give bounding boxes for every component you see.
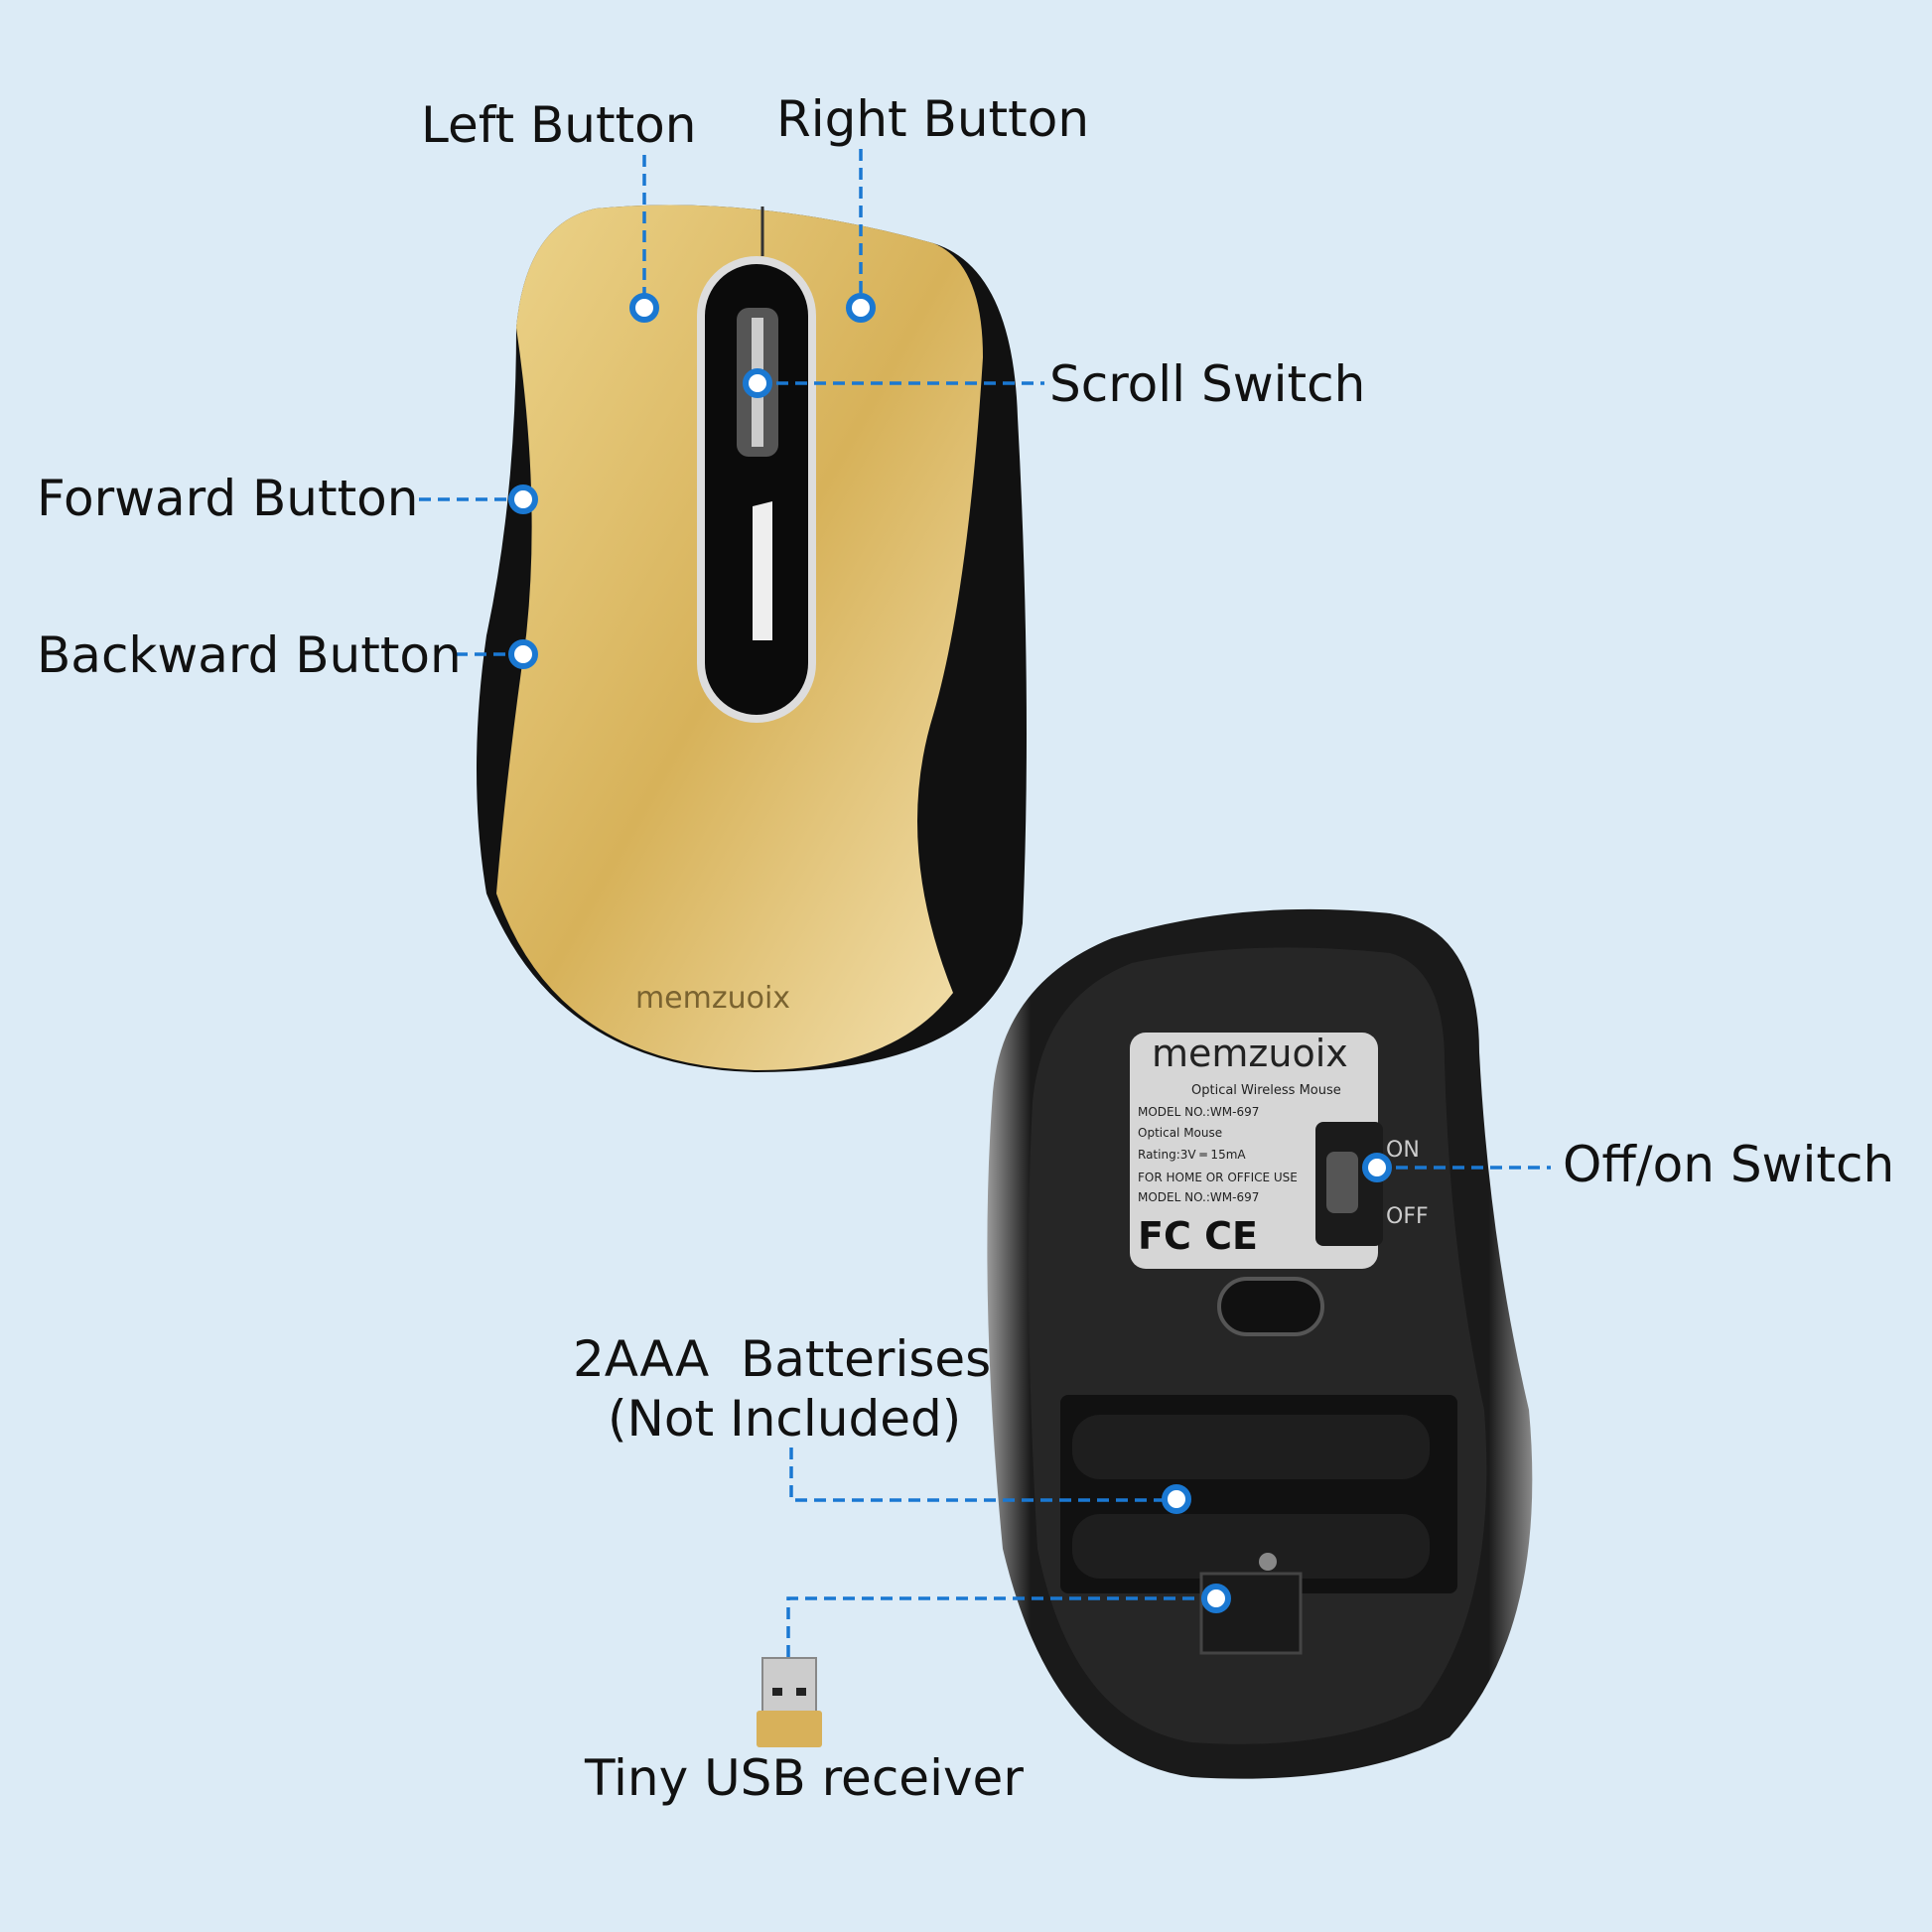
batteries-label: 2AAA Batterises <box>573 1330 992 1388</box>
backward-button-label: Backward Button <box>37 626 462 684</box>
label-type: Optical Mouse <box>1138 1126 1223 1140</box>
label-model-2: MODEL NO.:WM-697 <box>1138 1190 1260 1204</box>
top-brand-logo: memzuoix <box>635 981 790 1016</box>
label-use: FOR HOME OR OFFICE USE <box>1138 1171 1298 1184</box>
scroll-switch-label: Scroll Switch <box>1049 355 1366 413</box>
label-model: MODEL NO.:WM-697 <box>1138 1105 1260 1119</box>
bottom-brand: memzuoix <box>1152 1032 1348 1075</box>
callout-dots <box>508 293 1392 1613</box>
usb-receiver-label: Tiny USB receiver <box>585 1749 1024 1807</box>
cert-logos: FC CE <box>1138 1214 1258 1258</box>
mouse-top-view: memzuoix <box>477 205 1027 1073</box>
batteries-note: (Not Included) <box>608 1390 962 1448</box>
left-button-label: Left Button <box>421 96 697 154</box>
label-subtitle: Optical Wireless Mouse <box>1191 1083 1341 1098</box>
switch-on-label: ON <box>1386 1138 1420 1163</box>
forward-button-label: Forward Button <box>37 470 419 527</box>
mouse-bottom-view <box>987 908 1533 1779</box>
usb-receiver-image <box>757 1657 822 1747</box>
switch-off-label: OFF <box>1386 1204 1429 1229</box>
off-on-switch-label: Off/on Switch <box>1563 1136 1895 1193</box>
label-rating: Rating:3V ═ 15mA <box>1138 1148 1246 1162</box>
right-button-label: Right Button <box>776 90 1090 148</box>
callout-lines <box>419 149 1551 1657</box>
